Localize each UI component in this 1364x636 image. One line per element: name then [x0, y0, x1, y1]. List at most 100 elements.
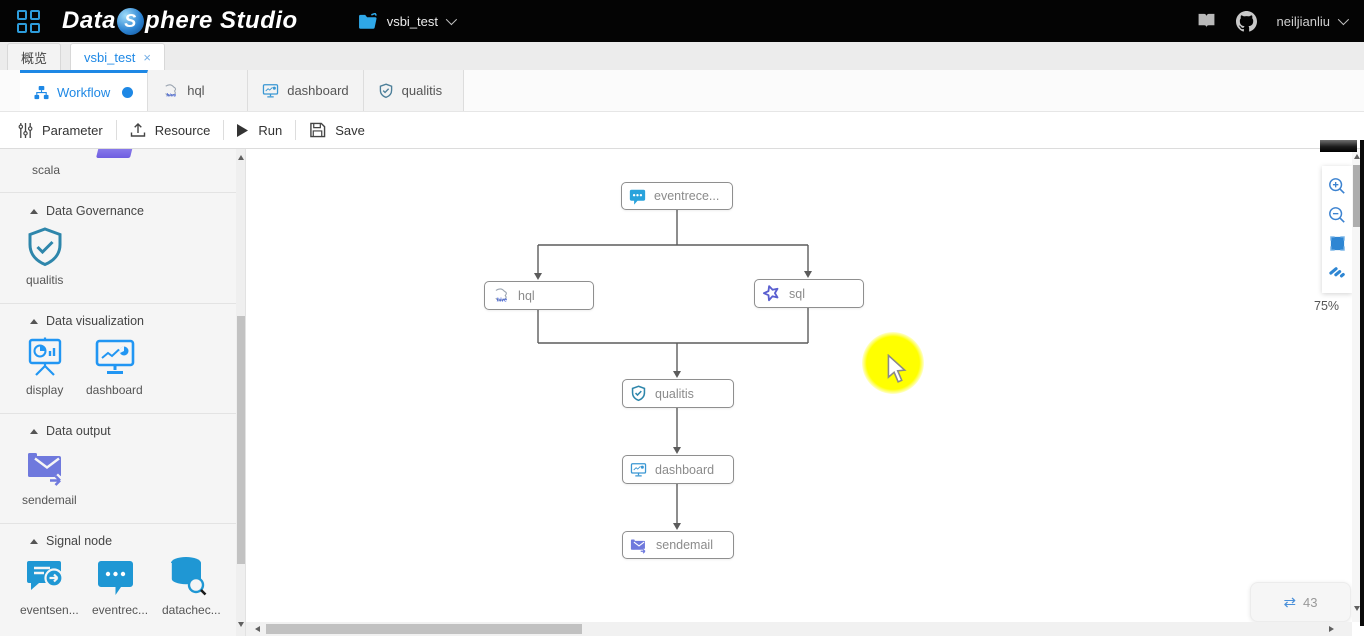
section-data-output[interactable]: Data output [30, 424, 111, 438]
palette-item-display[interactable]: display [26, 383, 64, 397]
tab-dashboard[interactable]: dashboard [248, 70, 364, 111]
run-button[interactable]: Run [224, 123, 295, 138]
canvas-hscroll-thumb[interactable] [266, 624, 582, 634]
workflow-canvas[interactable]: eventrece... hive hql sql qualitis dashb… [246, 149, 1352, 622]
section-data-governance[interactable]: Data Governance [30, 204, 144, 218]
palette-icon-eventsender[interactable] [26, 557, 66, 597]
workflow-node-qualitis[interactable]: qualitis [622, 379, 734, 408]
tab-workflow-label: Workflow [57, 84, 111, 100]
node-palette-sidebar: scala Data Governance qualitis Data visu… [0, 149, 236, 636]
triangle-right-icon [1328, 626, 1334, 632]
workflow-node-sendemail[interactable]: sendemail [622, 531, 734, 559]
palette-icon-eventreceiver[interactable] [97, 559, 134, 597]
workflow-edges [534, 210, 812, 530]
workflow-toolbar: Parameter Resource Run Save [0, 112, 1364, 149]
toolbar-divider [115, 120, 117, 140]
triangle-down-icon [238, 621, 244, 627]
app-logo: Data S phere Studio [62, 7, 298, 35]
palette-icon-dashboard[interactable] [95, 339, 135, 377]
node-label: sendemail [656, 538, 713, 552]
user-name: neiljianliu [1276, 13, 1330, 29]
zoom-in-button[interactable] [1327, 176, 1347, 196]
scroll-right-button[interactable] [1324, 622, 1338, 636]
triangle-up-icon [238, 154, 244, 160]
palette-item-sendemail[interactable]: sendemail [22, 493, 77, 507]
upload-icon [130, 122, 146, 138]
zoom-out-button[interactable] [1327, 205, 1347, 225]
folder-icon [358, 12, 379, 30]
node-label: eventrece... [654, 189, 720, 203]
canvas-vertical-scrollbar[interactable] [1352, 149, 1361, 622]
dashboard-icon [262, 83, 279, 99]
zoom-level-label: 75% [1314, 299, 1340, 313]
app-grid-icon[interactable] [17, 9, 40, 33]
section-data-visualization[interactable]: Data visualization [30, 314, 144, 328]
palette-item-datacheck[interactable]: datachec... [162, 603, 221, 617]
scroll-left-button[interactable] [250, 622, 264, 636]
workflow-node-dashboard[interactable]: dashboard [622, 455, 734, 484]
node-label: dashboard [655, 462, 715, 477]
shield-check-icon [378, 82, 394, 99]
format-layout-button[interactable] [1327, 263, 1347, 283]
tab-vsbi-test[interactable]: vsbi_test × [70, 43, 165, 70]
resource-label: Resource [154, 122, 211, 138]
canvas-vscroll-thumb[interactable] [1353, 165, 1360, 227]
play-icon [237, 123, 249, 137]
sidebar-scrollbar-thumb[interactable] [237, 316, 245, 564]
palette-icon-qualitis[interactable] [25, 227, 65, 269]
section-divider [0, 303, 236, 304]
toolbar-divider [223, 120, 225, 140]
section-divider [0, 523, 236, 524]
minimap-collapsed-bar [1320, 140, 1357, 152]
run-counter-badge[interactable]: ⇄ 43 [1250, 582, 1351, 622]
palette-icon-datacheck[interactable] [166, 555, 208, 597]
section-signal-node[interactable]: Signal node [30, 534, 112, 548]
scroll-up-button[interactable] [1352, 150, 1361, 162]
fit-view-button[interactable] [1327, 234, 1347, 254]
section-divider [0, 413, 236, 414]
scroll-down-button[interactable] [1352, 602, 1361, 614]
palette-item-dashboard[interactable]: dashboard [86, 383, 143, 397]
palette-item-eventreceiver[interactable]: eventrec... [92, 603, 149, 617]
tab-overview-label: 概览 [21, 50, 48, 66]
canvas-horizontal-scrollbar[interactable] [246, 622, 1352, 636]
triangle-left-icon [254, 626, 260, 632]
workflow-node-sql[interactable]: sql [754, 279, 864, 308]
palette-item-qualitis[interactable]: qualitis [26, 273, 64, 287]
resource-button[interactable]: Resource [117, 122, 224, 138]
tab-qualitis[interactable]: qualitis [363, 70, 464, 111]
editor-tabbar: Workflow hive hql dashboard qualitis [0, 70, 1364, 112]
collapse-arrow-icon [30, 318, 38, 324]
workspace-tabbar: 概览 vsbi_test × [0, 42, 1364, 70]
tab-overview[interactable]: 概览 [7, 43, 62, 70]
project-selector[interactable]: vsbi_test [358, 12, 458, 30]
palette-icon-sendemail[interactable] [26, 447, 68, 487]
parameter-label: Parameter [42, 122, 103, 138]
run-label: Run [258, 122, 283, 138]
parameter-button[interactable]: Parameter [0, 122, 116, 139]
node-label: sql [789, 286, 805, 301]
scroll-up-button[interactable] [236, 151, 246, 163]
close-icon[interactable]: × [143, 49, 151, 65]
github-icon[interactable] [1235, 10, 1257, 32]
palette-item-eventsender[interactable]: eventsen... [20, 603, 79, 617]
dashboard-icon [630, 462, 647, 478]
workflow-icon [34, 85, 49, 100]
section-divider [0, 192, 236, 193]
scroll-down-button[interactable] [236, 618, 246, 630]
sidebar-scrollbar[interactable] [236, 149, 246, 636]
toolbar-divider [295, 120, 297, 140]
palette-item-scala[interactable]: scala [32, 163, 61, 177]
svg-text:hive: hive [167, 92, 177, 98]
save-button[interactable]: Save [296, 122, 378, 138]
docs-book-icon[interactable] [1197, 13, 1216, 29]
workflow-node-hql[interactable]: hive hql [484, 281, 594, 310]
workflow-node-eventreceiver[interactable]: eventrece... [621, 182, 733, 210]
palette-icon-display[interactable] [26, 337, 64, 377]
canvas-zoom-panel [1322, 166, 1352, 293]
tab-hql[interactable]: hive hql [148, 70, 249, 111]
tab-workflow[interactable]: Workflow [20, 70, 149, 111]
scala-icon[interactable] [96, 149, 134, 158]
user-menu[interactable]: neiljianliu [1276, 13, 1350, 29]
